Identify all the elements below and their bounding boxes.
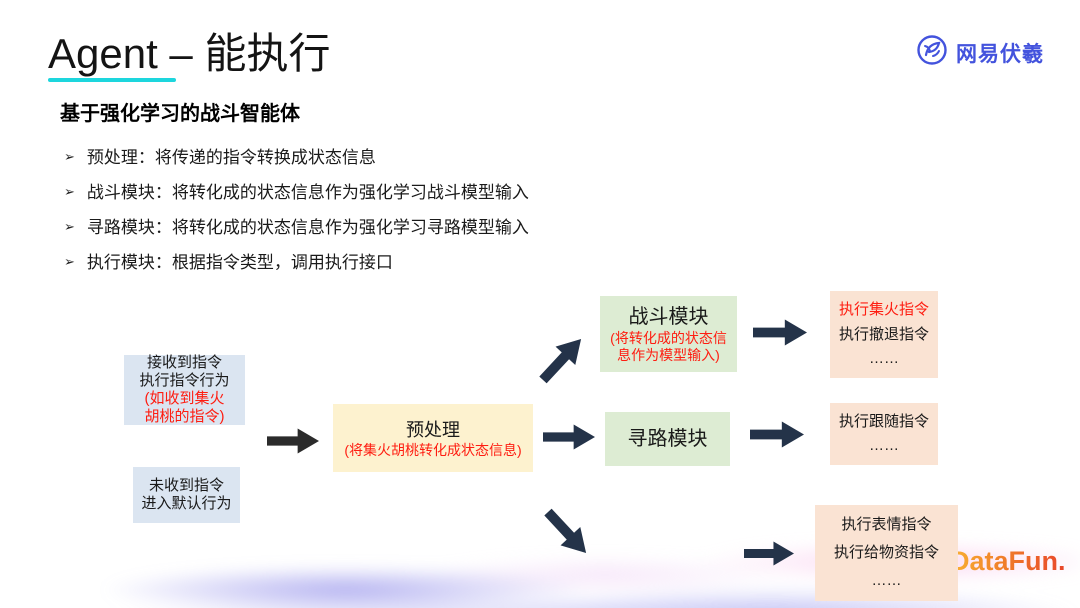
box-note-red: (将转化成的状态信: [610, 330, 727, 346]
box-line: 执行给物资指令: [833, 544, 939, 561]
datafun-logo: DataFun.: [950, 546, 1066, 576]
bullet-item: ➢ 执行模块：根据指令类型，调用执行接口: [64, 243, 529, 278]
arrow-to-misc-output-icon: [744, 541, 794, 566]
arrow-preprocess-to-misc-icon: [544, 508, 587, 553]
title-cn: – 能执行: [157, 30, 331, 77]
box-line: 进入默认行为: [141, 495, 232, 512]
page-title: Agent – 能执行: [48, 20, 330, 81]
bullet-text: 战斗模块：将转化成的状态信息作为强化学习战斗模型输入: [86, 183, 529, 202]
box-line-red: 胡桃的指令): [144, 408, 225, 425]
bullet-arrow-icon: ➢: [64, 183, 75, 199]
box-title: 预处理: [406, 419, 460, 440]
bullet-text: 寻路模块：将转化成的状态信息作为强化学习寻路模型输入: [86, 218, 529, 237]
arrow-input-to-preprocess-icon: [267, 428, 319, 454]
box-line-red: (如收到集火: [144, 390, 225, 407]
diagram-box-pathfind-module: 寻路模块: [605, 412, 730, 466]
bullet-text: 预处理：将传递的指令转换成状态信息: [86, 148, 376, 167]
title-en: Agent: [48, 30, 158, 77]
title-accent-underline: [48, 78, 176, 82]
diagram-box-input-received: 接收到指令 执行指令行为 (如收到集火 胡桃的指令): [124, 354, 245, 425]
box-line: 接收到指令: [146, 354, 222, 371]
bullet-item: ➢ 预处理：将传递的指令转换成状态信息: [64, 138, 529, 173]
box-note-red: (将集火胡桃转化成状态信息): [344, 441, 522, 458]
bullet-arrow-icon: ➢: [64, 253, 75, 269]
bullet-text: 执行模块：根据指令类型，调用执行接口: [86, 253, 393, 272]
bullet-arrow-icon: ➢: [64, 218, 75, 234]
bullet-arrow-icon: ➢: [64, 148, 75, 164]
fuxi-phoenix-icon: [914, 32, 950, 73]
box-note-red: 息作为模型输入): [617, 347, 720, 363]
box-line: 执行跟随指令: [838, 413, 929, 430]
diagram-box-output-battle: 执行集火指令 执行撤退指令 ……: [830, 291, 938, 378]
bullet-item: ➢ 战斗模块：将转化成的状态信息作为强化学习战斗模型输入: [64, 173, 529, 208]
box-line: 执行表情指令: [841, 516, 932, 533]
box-line-red: 执行集火指令: [838, 301, 929, 318]
fuxi-brand-name: 网易伏羲: [956, 42, 1044, 66]
arrow-battle-to-output-icon: [753, 319, 807, 346]
diagram-box-output-follow: 执行跟随指令 ……: [830, 403, 938, 465]
arrow-preprocess-to-battle-icon: [539, 339, 582, 384]
arrow-pathfind-to-output-icon: [750, 421, 804, 448]
box-title: 寻路模块: [627, 428, 708, 450]
diagram-box-preprocess: 预处理 (将集火胡桃转化成状态信息): [333, 404, 533, 472]
section-heading: 基于强化学习的战斗智能体: [60, 103, 300, 125]
box-title: 战斗模块: [628, 306, 709, 328]
box-ellipsis: ……: [869, 350, 899, 367]
arrow-preprocess-to-pathfind-icon: [543, 424, 595, 450]
netease-fuxi-logo: 网易伏羲: [914, 32, 1044, 73]
box-line: 执行指令行为: [139, 372, 230, 389]
box-ellipsis: ……: [871, 572, 902, 589]
box-ellipsis: ……: [869, 437, 899, 454]
box-line: 执行撤退指令: [838, 325, 929, 343]
bullet-item: ➢ 寻路模块：将转化成的状态信息作为强化学习寻路模型输入: [64, 208, 529, 243]
diagram-box-input-none: 未收到指令 进入默认行为: [133, 467, 240, 523]
box-line: 未收到指令: [148, 477, 224, 494]
diagram-box-output-misc: 执行表情指令 执行给物资指令 ……: [815, 505, 958, 601]
diagram-box-battle-module: 战斗模块 (将转化成的状态信 息作为模型输入): [600, 296, 737, 372]
bullet-list: ➢ 预处理：将传递的指令转换成状态信息 ➢ 战斗模块：将转化成的状态信息作为强化…: [64, 138, 529, 278]
